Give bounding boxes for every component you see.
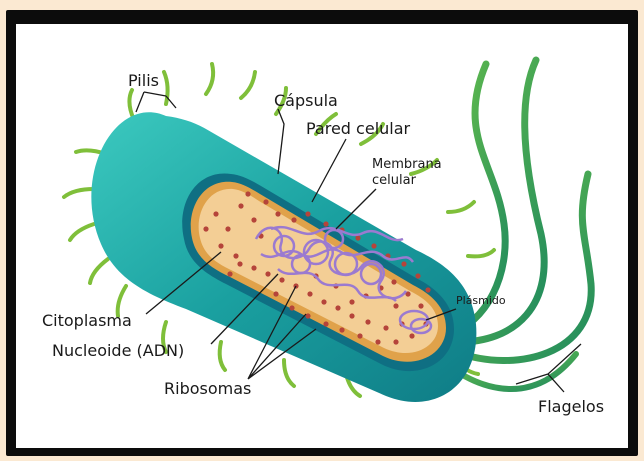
ribosome-dot: [393, 339, 398, 344]
ribosome-dot: [425, 287, 430, 292]
ribosome-dot: [349, 313, 354, 318]
ribosome-dot: [391, 279, 396, 284]
ribosome-dot: [401, 261, 406, 266]
ribosome-dot: [357, 333, 362, 338]
ribosome-dot: [393, 303, 398, 308]
ribosome-dot: [233, 253, 238, 258]
ribosome-dot: [409, 333, 414, 338]
label-pared-celular: Pared celular: [306, 119, 411, 138]
ribosome-dot: [305, 211, 310, 216]
ribosome-dot: [218, 243, 223, 248]
ribosome-dot: [375, 339, 380, 344]
label-ribosomas: Ribosomas: [164, 379, 251, 398]
ribosome-dot: [291, 217, 296, 222]
ribosome-dot: [323, 321, 328, 326]
ribosome-dot: [238, 203, 243, 208]
diagram-canvas: Pilis Cápsula Pared celular Membrana cel…: [16, 24, 628, 448]
ribosome-dot: [321, 299, 326, 304]
label-citoplasma: Citoplasma: [42, 311, 132, 330]
bacterium-diagram: Pilis Cápsula Pared celular Membrana cel…: [16, 24, 628, 448]
ribosome-dot: [203, 226, 208, 231]
ribosome-dot: [371, 243, 376, 248]
ribosome-dot: [355, 235, 360, 240]
ribosome-dot: [251, 217, 256, 222]
label-membrana-line1: Membrana: [372, 157, 442, 172]
ribosome-dot: [418, 303, 423, 308]
ribosome-dot: [349, 299, 354, 304]
ribosome-dot: [273, 291, 278, 296]
ribosome-dot: [415, 273, 420, 278]
ribosome-dot: [237, 261, 242, 266]
ribosome-dot: [365, 319, 370, 324]
label-plasmido: Plásmido: [456, 294, 506, 307]
ribosome-dot: [323, 221, 328, 226]
ribosome-dot: [289, 305, 294, 310]
label-pilis: Pilis: [128, 71, 159, 90]
ribosome-dot: [263, 199, 268, 204]
ribosome-dot: [383, 325, 388, 330]
ribosome-dot: [213, 211, 218, 216]
ribosome-dot: [225, 226, 230, 231]
ribosome-dot: [227, 271, 232, 276]
ribosome-dot: [275, 211, 280, 216]
ribosome-dot: [265, 271, 270, 276]
ribosome-dot: [307, 291, 312, 296]
label-capsula: Cápsula: [274, 91, 338, 110]
label-flagelos: Flagelos: [538, 397, 604, 416]
ribosome-dot: [335, 305, 340, 310]
label-membrana-line2: celular: [372, 173, 417, 188]
label-nucleoide: Nucleoide (ADN): [52, 341, 184, 360]
ribosome-dot: [251, 265, 256, 270]
ribosome-dot: [279, 277, 284, 282]
ribosome-dot: [339, 327, 344, 332]
ribosome-dot: [245, 191, 250, 196]
